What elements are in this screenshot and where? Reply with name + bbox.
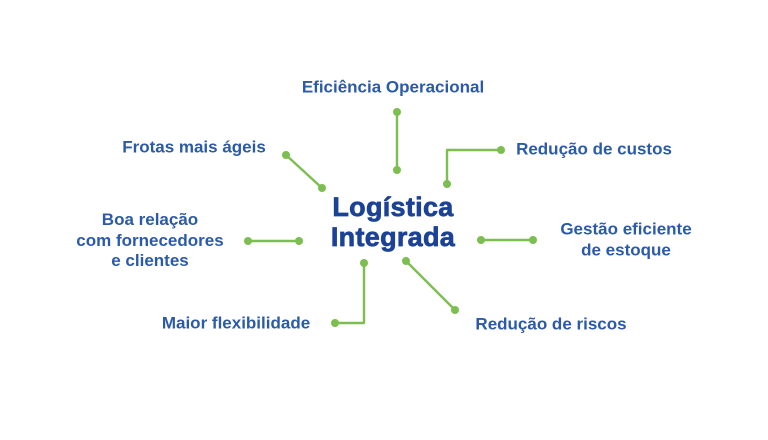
node-label-line2: de estoque — [581, 240, 671, 259]
node-label: Redução de custos — [516, 139, 672, 159]
connector-eficiencia-operacional — [393, 108, 401, 174]
center-title-line1: Logística — [332, 191, 454, 222]
node-gestao-eficiente-de-estoque: Gestão eficiente de estoque — [560, 219, 691, 260]
node-label: Eficiência Operacional — [301, 77, 485, 97]
node-frotas-mais-ageis: Frotas mais ágeis — [122, 138, 266, 159]
connector-maior-flexibilidade — [331, 259, 368, 327]
node-label-line3: e clientes — [111, 251, 189, 271]
connector-boa-relacao — [244, 237, 303, 245]
node-label: Maior flexibilidade — [161, 313, 311, 333]
node-label-line1: Gestão eficiente — [560, 219, 692, 239]
connector-gestao-eficiente-de-estoque — [477, 236, 537, 244]
node-label-line2: com fornecedores — [76, 230, 224, 250]
node-label: Redução de riscos — [475, 314, 627, 334]
connector-reducao-de-custos — [443, 146, 505, 188]
node-reducao-de-custos: Redução de custos — [516, 140, 672, 161]
node-reducao-de-riscos: Redução de riscos — [475, 315, 626, 336]
node-eficiencia-operacional: Eficiência Operacional — [302, 78, 484, 99]
connector-reducao-de-riscos — [402, 257, 459, 314]
node-label: Frotas mais ágeis — [122, 137, 266, 157]
connector-frotas-mais-ageis — [282, 151, 326, 192]
node-label-line1: Boa relação — [101, 209, 199, 229]
node-boa-relacao: Boa relação com fornecedores e clientes — [76, 210, 223, 272]
center-title-line2: Integrada — [330, 222, 456, 253]
node-maior-flexibilidade: Maior flexibilidade — [162, 314, 310, 335]
center-title: Logística Integrada — [330, 191, 456, 253]
